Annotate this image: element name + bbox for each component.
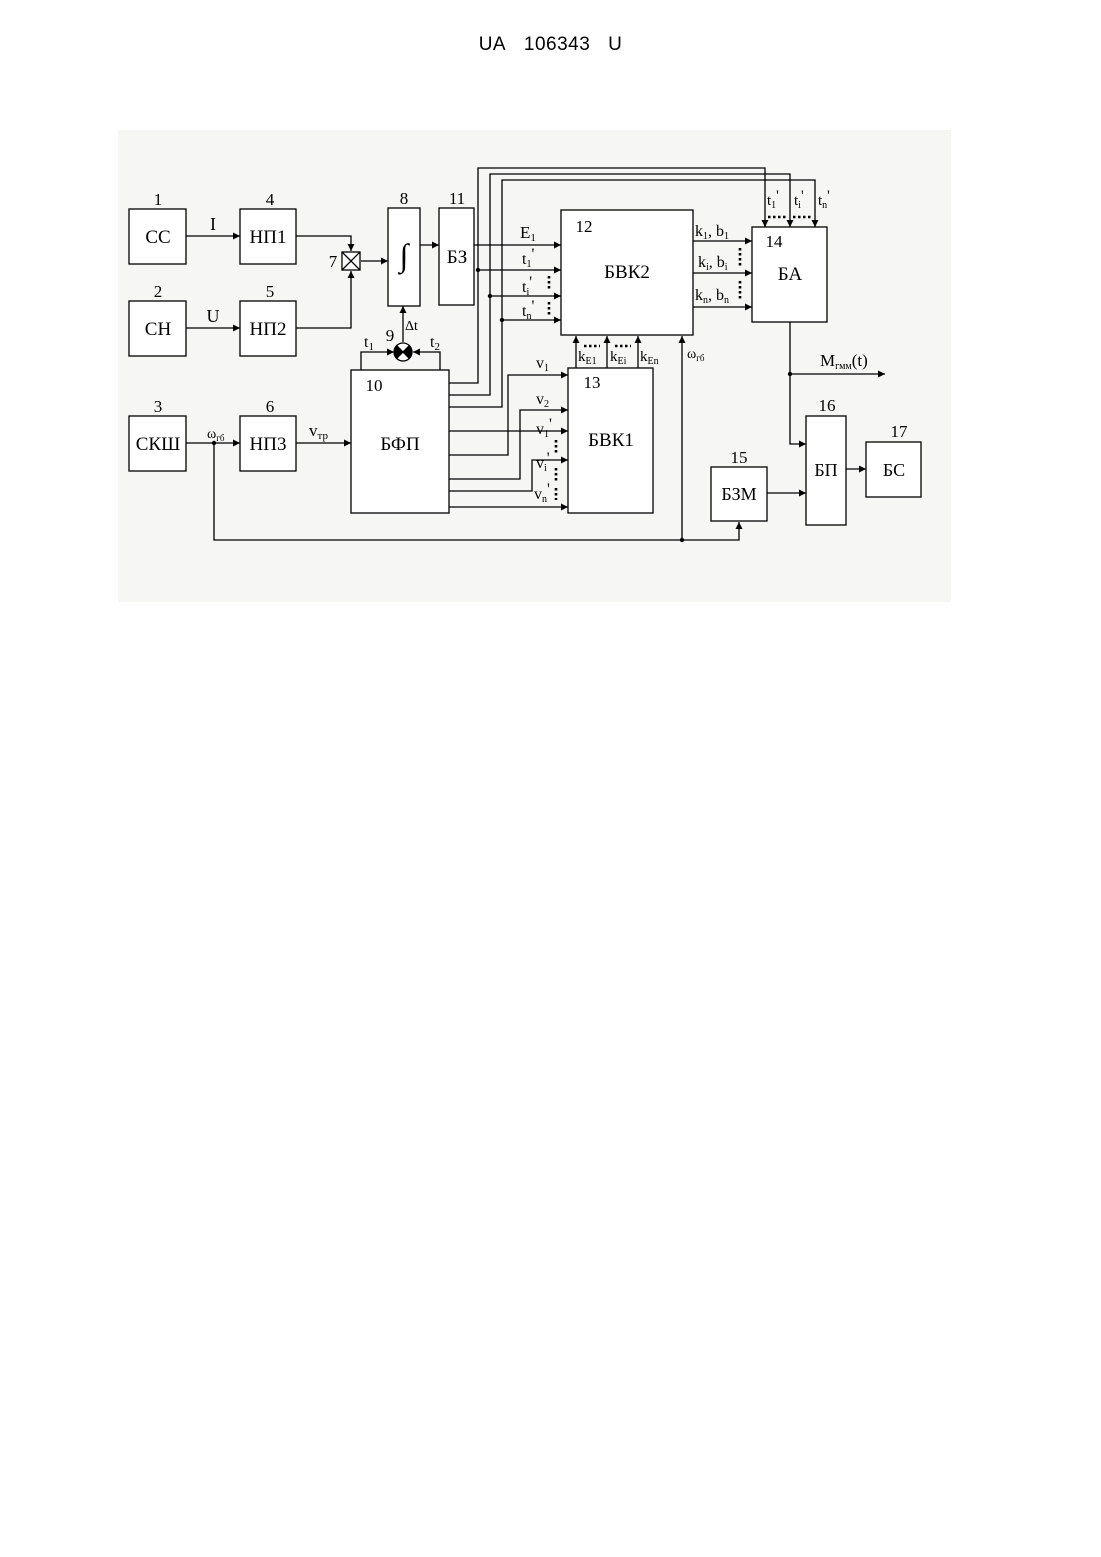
block-12: 12 БВК2 — [561, 210, 693, 335]
block-12-number: 12 — [576, 217, 593, 236]
signal-k1-b1-label: k1, b1 — [695, 223, 729, 242]
block-14: 14 БА — [752, 227, 827, 322]
block-13-label: БВК1 — [588, 430, 634, 451]
block-10-label: БФП — [380, 434, 420, 455]
block-13: 13 БВК1 — [568, 368, 653, 513]
block-6-number: 6 — [266, 397, 275, 416]
block-11-number: 11 — [449, 189, 465, 208]
block-5-number: 5 — [266, 282, 275, 301]
block-13-number: 13 — [584, 373, 601, 392]
block-3-label: СКШ — [136, 434, 181, 455]
block-10-number: 10 — [366, 376, 383, 395]
block-11-label: БЗ — [447, 247, 467, 268]
block-3-number: 3 — [154, 397, 163, 416]
block-17-label: БС — [883, 460, 905, 480]
block-14-label: БА — [778, 264, 803, 285]
block-4-label: НП1 — [250, 227, 287, 248]
block-7-number: 7 — [329, 252, 338, 271]
block-6-label: НП3 — [250, 434, 287, 455]
signal-voltage-label: U — [207, 306, 220, 326]
block-9-number: 9 — [386, 326, 395, 345]
block-12-label: БВК2 — [604, 262, 650, 283]
block-2-label: СН — [145, 319, 172, 340]
signal-kn-bn-label: kn, bn — [695, 287, 729, 306]
block-1-number: 1 — [154, 190, 163, 209]
block-16-label: БП — [814, 460, 837, 480]
signal-dt-label: Δt — [405, 319, 418, 334]
block-15-number: 15 — [731, 448, 748, 467]
block-16-number: 16 — [819, 396, 836, 415]
block-15-label: БЗМ — [721, 484, 756, 504]
block-5-label: НП2 — [250, 319, 287, 340]
signal-ki-bi-label: ki, bi — [698, 254, 728, 273]
signal-current-label: I — [210, 214, 216, 234]
block-17-number: 17 — [891, 422, 909, 441]
block-8-number: 8 — [400, 189, 409, 208]
block-16: 16 БП — [806, 396, 846, 525]
block-4-number: 4 — [266, 190, 275, 209]
block-10: 10 БФП — [351, 370, 449, 513]
block-1-label: СС — [145, 227, 170, 248]
block-2-number: 2 — [154, 282, 163, 301]
block-14-number: 14 — [766, 232, 784, 251]
block-7-multiplier: 7 — [329, 252, 360, 271]
